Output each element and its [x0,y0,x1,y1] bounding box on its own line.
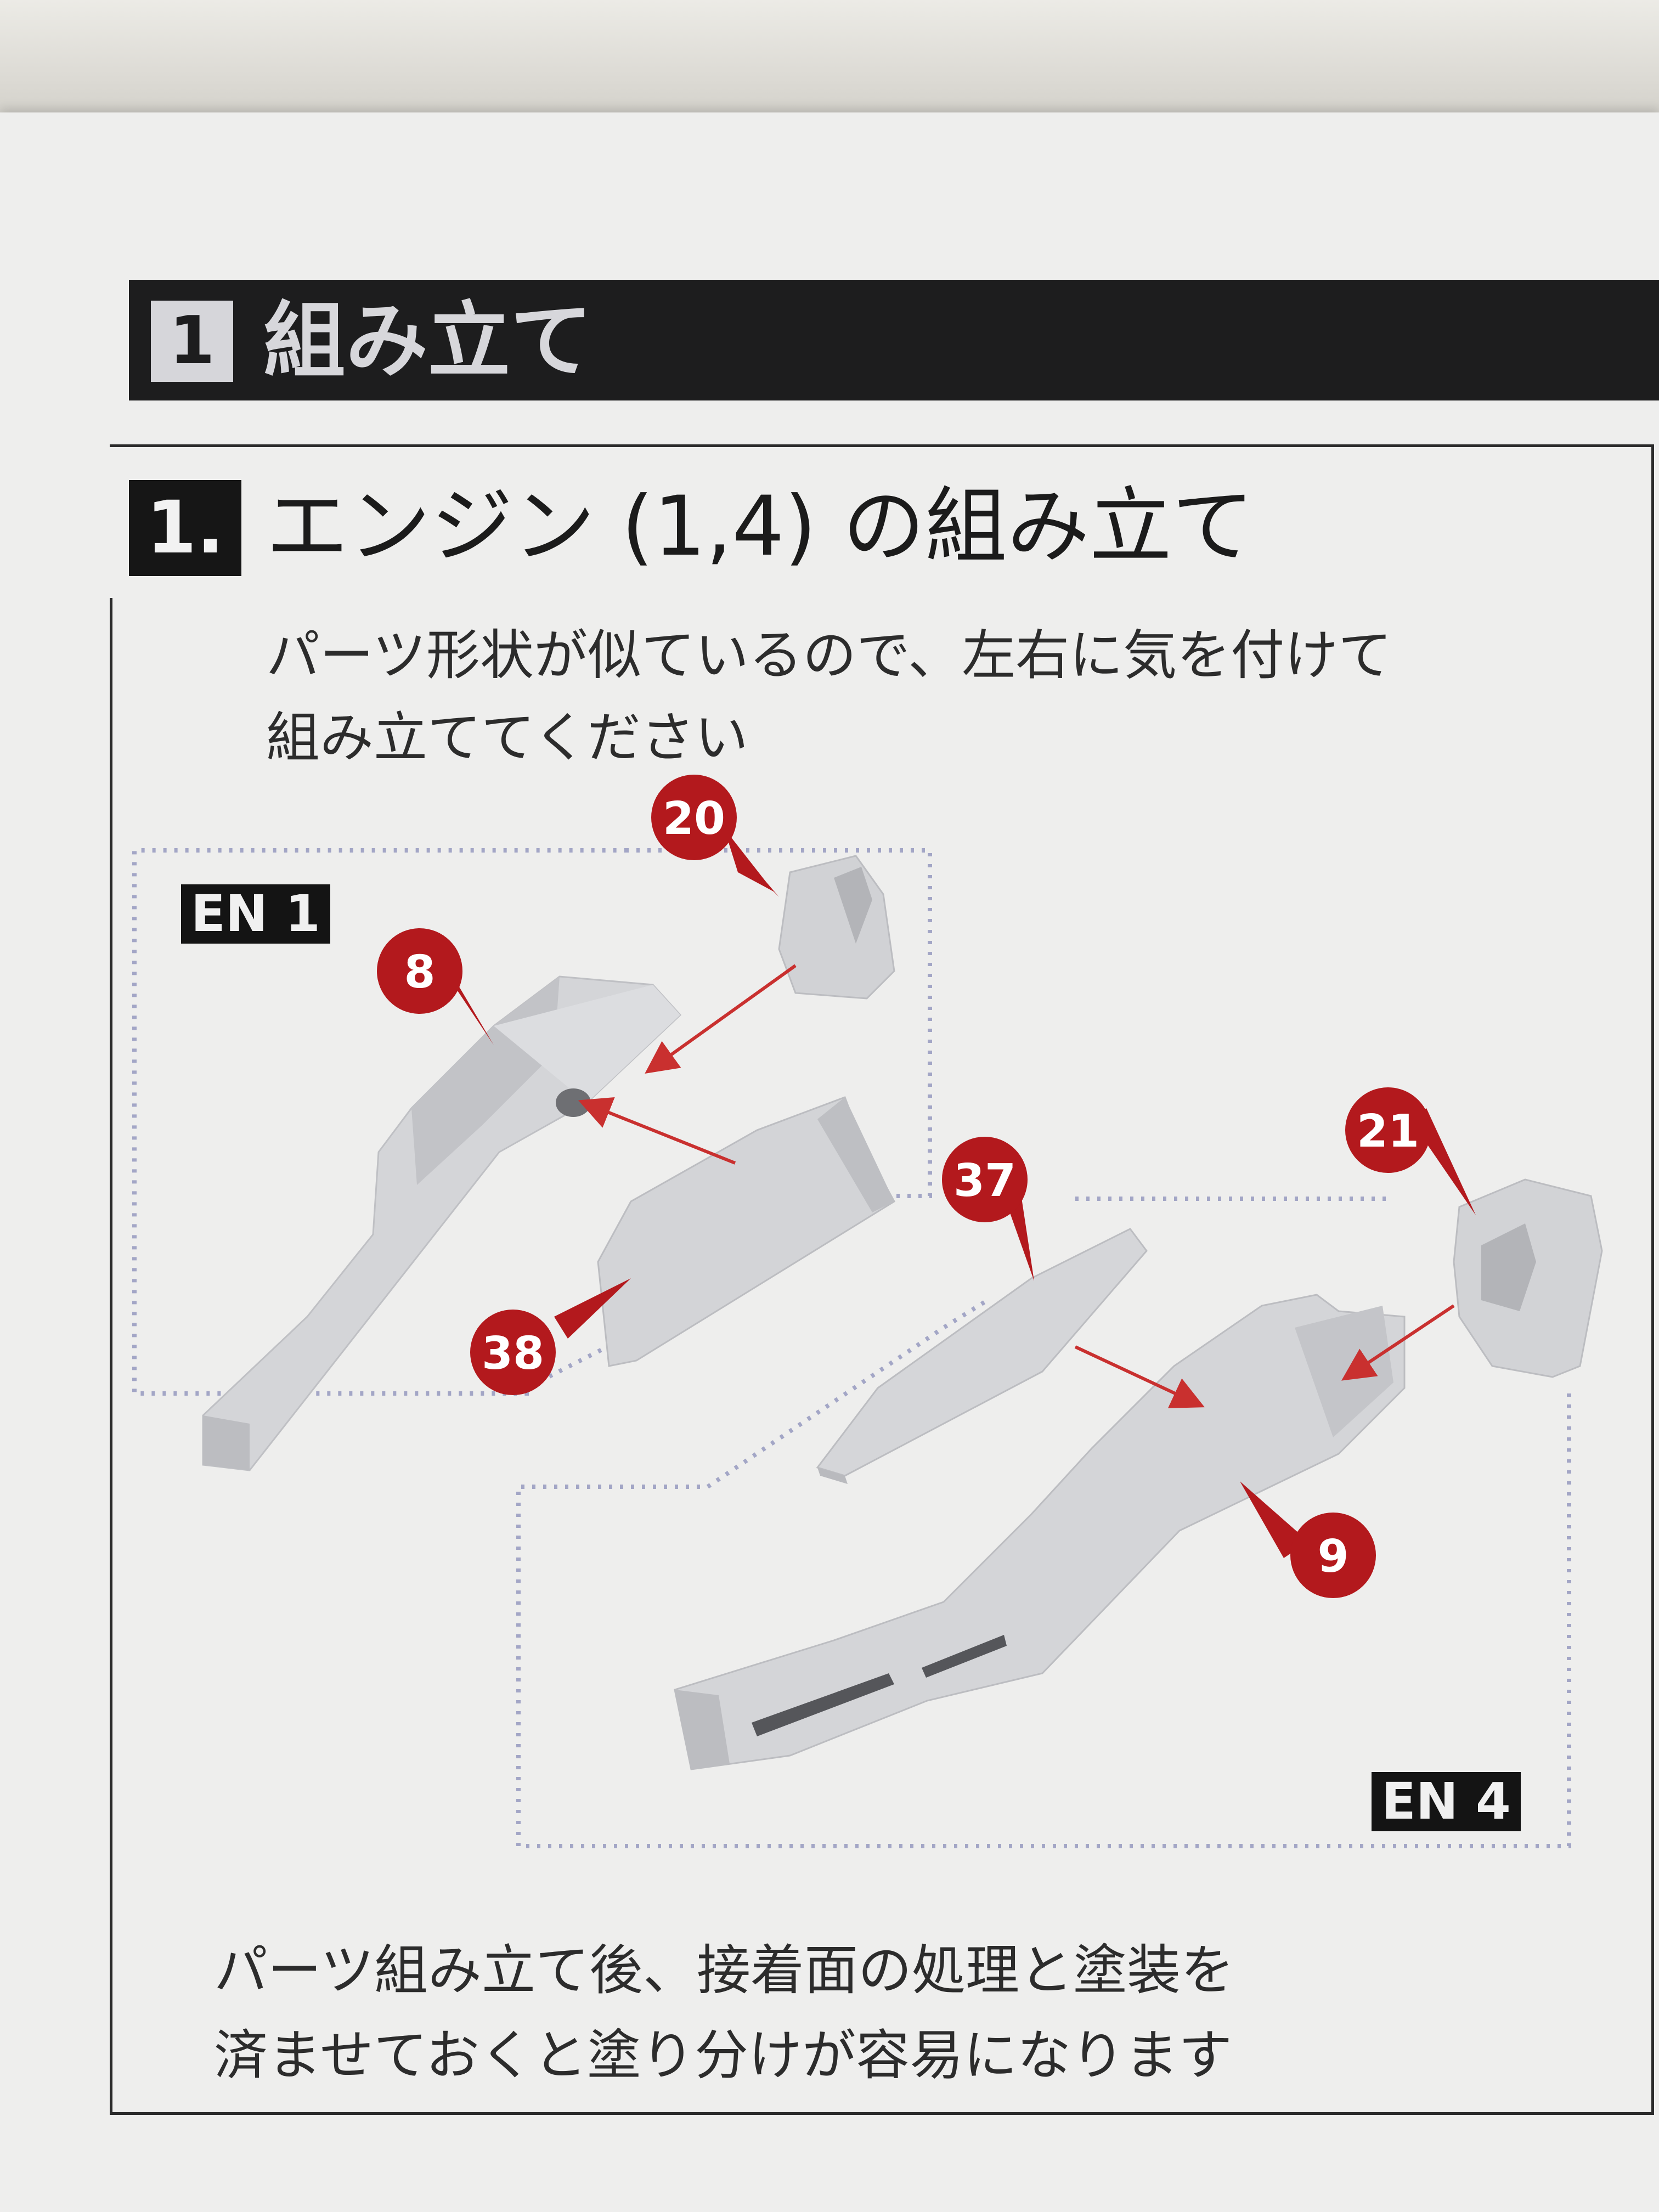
note-top-line-1: パーツ形状が似ているので、左右に気を付けて [266,624,1392,687]
part-37-shape [816,1228,1148,1484]
step-title: エンジン (1,4) の組み立て [266,479,1254,574]
callout-8: 8 [377,928,494,1045]
section-title: 組み立て [263,294,593,389]
part-21-shape [1453,1178,1603,1378]
step-number: 1. [129,480,241,576]
arrow-20-to-8 [645,964,797,1074]
en4-dashed-outline [516,1197,1571,1848]
step-frame [110,444,1654,2115]
callout-8-label: 8 [404,946,435,998]
assembly-diagram: 20 8 38 37 21 9 [132,775,1603,1848]
arrow-38-to-8 [578,1097,736,1165]
arrow-37-to-9 [1074,1345,1205,1408]
callout-38-label: 38 [482,1328,544,1380]
instruction-note-top: パーツ形状が似ているので、左右に気を付けて 組み立ててください [266,614,1392,779]
step-frame-left-rule [110,598,112,2115]
callout-20: 20 [651,775,779,897]
group-tag-en4: EN 4 [1372,1772,1521,1831]
background-surface [0,0,1659,132]
callout-9: 9 [1240,1481,1376,1598]
callout-20-label: 20 [663,793,725,845]
callout-9-label: 9 [1317,1531,1348,1583]
arrow-21-to-9 [1341,1304,1455,1381]
callout-21-label: 21 [1357,1105,1419,1158]
note-bottom-line-1: パーツ組み立て後、接着面の処理と塗装を [214,1939,1235,2002]
part-8-shape [202,975,682,1471]
callout-21: 21 [1345,1087,1476,1215]
note-top-line-2: 組み立ててください [266,707,749,769]
part-20-shape [778,855,895,1000]
group-tag-en1: EN 1 [181,884,330,944]
callout-37-label: 37 [953,1155,1016,1207]
note-bottom-line-2: 済ませておくと塗り分けが容易になります [214,2024,1233,2087]
callout-38: 38 [470,1278,631,1395]
part-38-shape [597,1096,895,1367]
section-number: 1 [151,301,233,382]
callout-37: 37 [942,1137,1034,1281]
instruction-note-bottom: パーツ組み立て後、接着面の処理と塗装を 済ませておくと塗り分けが容易になります [214,1928,1234,2098]
section-header-bar [129,280,1659,400]
